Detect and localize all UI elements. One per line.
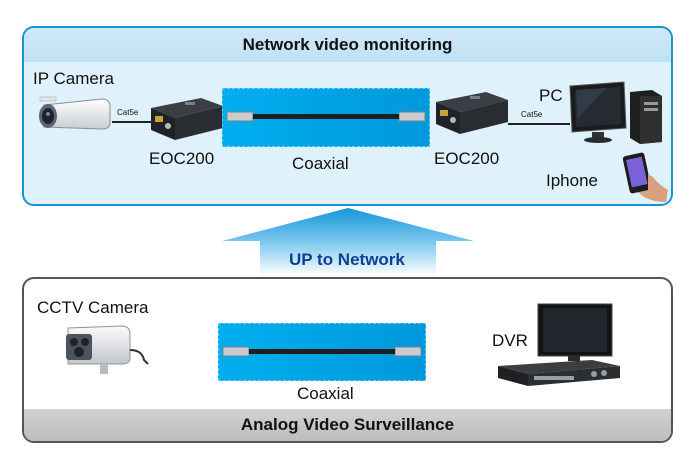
coaxial-label-bottom: Coaxial — [297, 384, 354, 403]
up-to-network-label: UP to Network — [289, 250, 405, 269]
eoc200-label-left: EOC200 — [149, 149, 215, 168]
cat5e-label-left: Cat5e — [117, 108, 139, 117]
coaxial-label-top: Coaxial — [292, 154, 349, 173]
cat5e-cable-right — [508, 123, 570, 125]
ip-camera-icon — [39, 96, 111, 130]
cat5e-cable-left — [112, 121, 152, 123]
pc-label: PC — [539, 86, 563, 105]
analog-surveillance-title: Analog Video Surveillance — [24, 409, 671, 441]
iphone-label: Iphone — [546, 171, 598, 190]
network-monitoring-panel: Network video monitoring — [22, 26, 673, 206]
coaxial-cable-top — [222, 88, 430, 147]
coaxial-cable-top-icon — [226, 111, 426, 122]
pc-icon — [569, 81, 662, 144]
eoc200-device-right — [436, 92, 508, 134]
coaxial-cable-bottom — [218, 323, 426, 381]
cat5e-label-right: Cat5e — [521, 110, 543, 119]
iphone-icon — [622, 152, 668, 202]
up-arrow-icon — [222, 208, 474, 276]
cctv-camera-icon — [66, 325, 149, 374]
eoc200-label-right: EOC200 — [434, 149, 500, 168]
dvr-label: DVR — [492, 331, 528, 350]
coaxial-cable-bottom-icon — [222, 346, 422, 357]
cctv-camera-label: CCTV Camera — [37, 298, 149, 317]
ip-camera-label: IP Camera — [33, 69, 114, 88]
dvr-icon — [498, 303, 620, 386]
network-monitoring-title: Network video monitoring — [24, 28, 671, 62]
eoc200-device-left — [151, 98, 223, 140]
